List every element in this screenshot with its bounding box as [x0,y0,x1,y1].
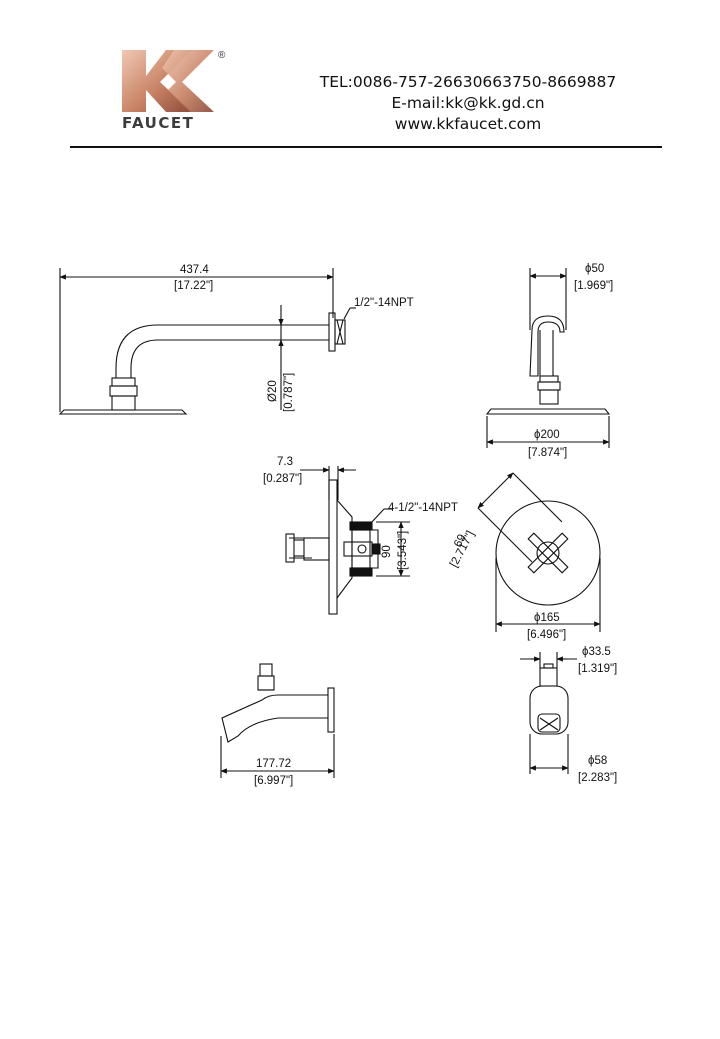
dim-spout-diameter: ϕ33.5 [582,646,611,658]
dim-trim-diameter: ϕ165 [534,612,560,624]
dim-head-diameter-in: [7.874"] [528,447,567,459]
dim-spout-length: 177.72 [256,758,291,770]
dim-arm-length-in: [17.22"] [174,280,213,292]
dim-spout-flange-diameter-in: [2.283"] [578,772,617,784]
logo-k-right [162,50,214,112]
contact-block: TEL:0086-757-26630663750-8669887 E-mail:… [300,72,636,135]
dim-handle-length: 69 [452,532,469,549]
contact-tel: TEL:0086-757-26630663750-8669887 [319,73,617,91]
shower-arm-side-view [58,268,356,415]
label-thread-valve: 4-1/2"-14NPT [388,502,458,514]
dim-plate-thickness: 7.3 [277,456,293,468]
dim-spout-flange-diameter: ϕ58 [588,755,607,767]
spout-front-view [520,652,577,774]
dim-spout-diameter-in: [1.319"] [578,663,617,675]
dim-arm-diameter: Ø20 [267,380,279,402]
dim-spout-length-in: [6.997"] [254,775,293,787]
dim-arm-length: 437.4 [180,264,209,276]
trim-plate-front-view [477,472,601,632]
contact-web: www.kkfaucet.com [394,115,542,133]
label-thread-arm: 1/2"-14NPT [354,297,414,309]
shower-head-front-view [485,268,611,448]
logo-brand-name: FAUCET [122,114,194,132]
contact-email: E-mail:kk@kk.gd.cn [391,94,545,112]
dim-flange-diameter-in: [1.969"] [574,280,613,292]
dim-arm-diameter-in: [0.787"] [283,373,295,412]
dim-plate-thickness-in: [0.287"] [263,473,302,485]
dim-head-diameter: ϕ200 [534,429,560,441]
dim-flange-diameter: ϕ50 [585,263,604,275]
logo-registered-mark: ® [218,50,226,61]
dim-handle-length-in: [2.717"] [448,529,477,569]
dim-valve-height-in: [3.543"] [397,531,409,570]
valve-side-view [285,466,410,615]
spout-side-view [220,663,335,778]
dim-trim-diameter-in: [6.496"] [527,629,566,641]
dim-valve-height: 90 [381,545,393,558]
header-rule [70,146,662,148]
kk-faucet-logo: ® FAUCET [122,50,226,132]
